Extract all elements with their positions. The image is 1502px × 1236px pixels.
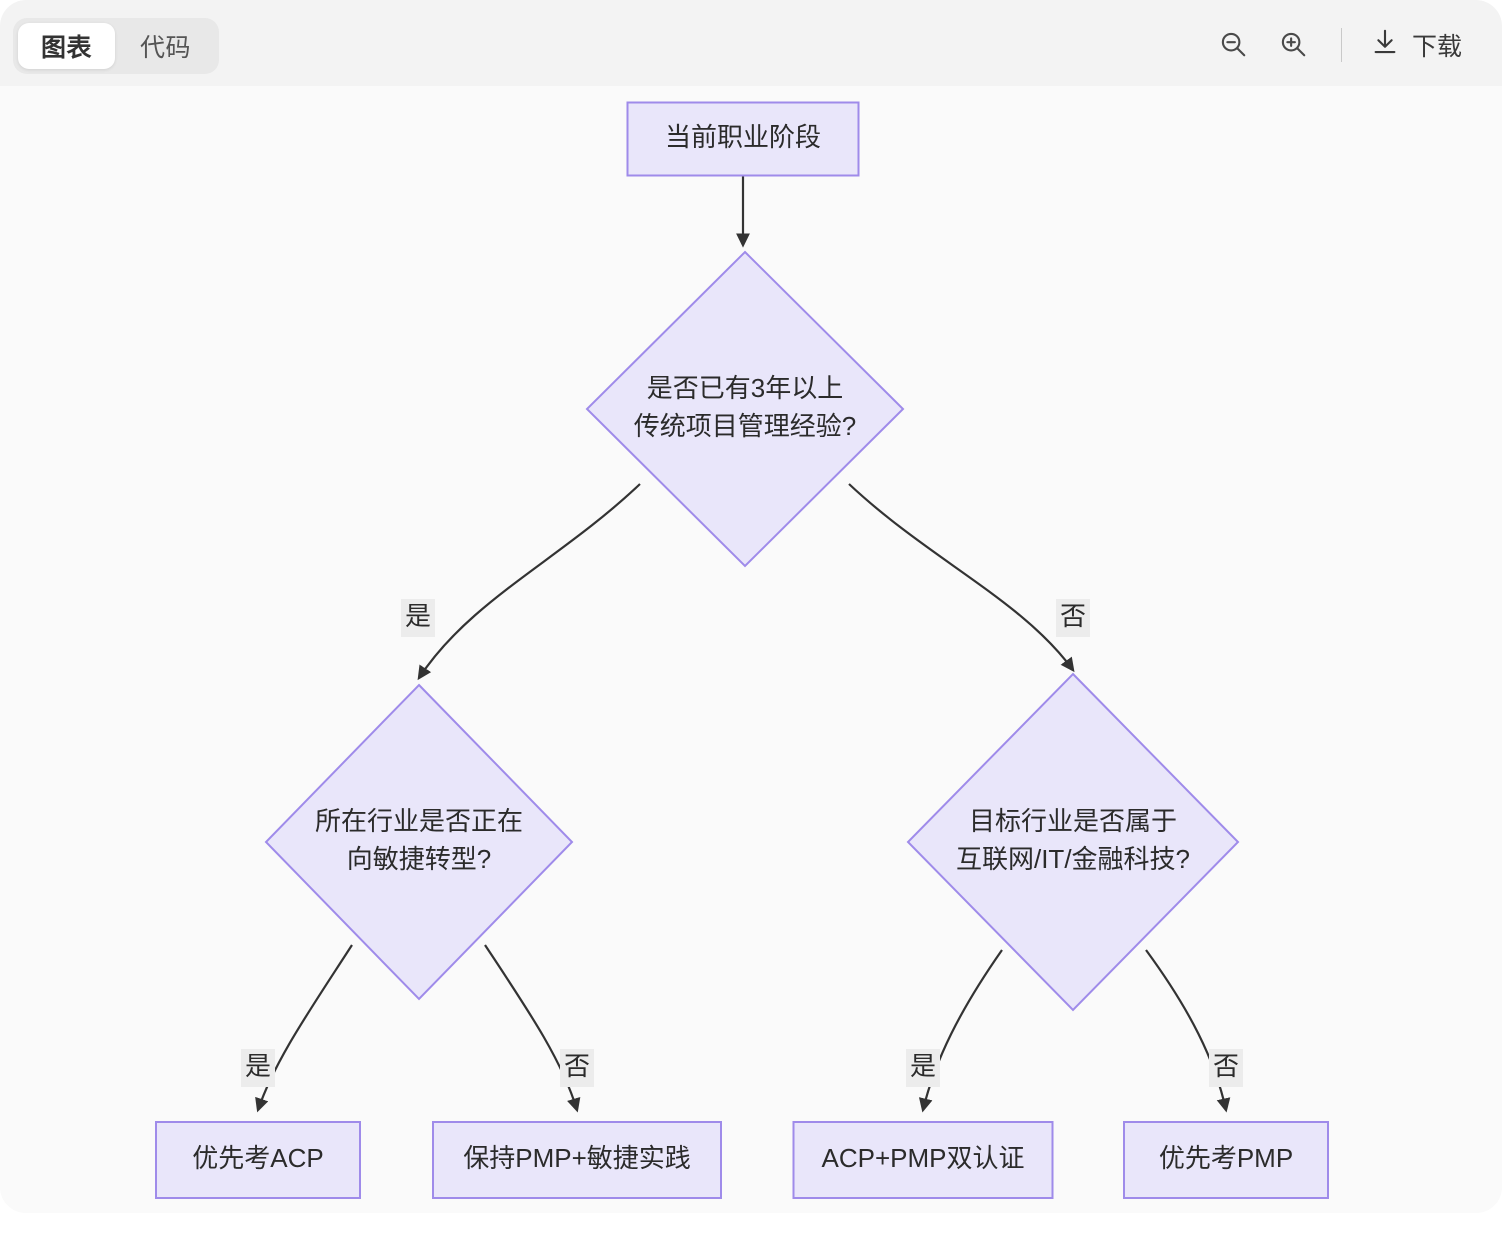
nodes-layer: 当前职业阶段是否已有3年以上传统项目管理经验?所在行业是否正在向敏捷转型?目标行… [155,101,1329,1199]
edge-label-bg [906,1049,940,1087]
node-shape [155,1121,361,1199]
node-label: 互联网/IT/金融科技? [956,844,1190,874]
diagram-canvas[interactable]: 当前职业阶段是否已有3年以上传统项目管理经验?所在行业是否正在向敏捷转型?目标行… [0,86,1502,1213]
node-shape [432,1121,722,1199]
edge-label-d2-to-r2: 否 [560,1049,594,1087]
node-r2[interactable]: 保持PMP+敏捷实践 [432,1121,722,1199]
edge-label-bg [241,1049,275,1087]
edge-label-d3-to-r3: 是 [906,1049,940,1087]
edge-label-d1-to-d3: 否 [1056,599,1090,637]
edge-d2-to-r2 [484,944,581,1113]
edge-label-d1-to-d2: 是 [401,599,435,637]
edge-label-text: 是 [405,601,431,631]
edges-layer [255,176,1231,1113]
download-label: 下载 [1411,33,1462,61]
toolbar-divider [1340,28,1342,62]
node-r3[interactable]: ACP+PMP双认证 [792,1121,1054,1199]
node-shape [792,1121,1054,1199]
download-button[interactable]: 下载 [1360,21,1472,70]
edge-label-text: 是 [245,1051,271,1081]
tab-diagram[interactable]: 图表 [18,23,116,69]
edge-label-d2-to-r1: 是 [241,1049,275,1087]
node-shape [1123,1121,1329,1199]
edge-label-text: 否 [1060,601,1086,631]
edge-label-d3-to-r4: 否 [1209,1049,1243,1087]
edge-label-bg [401,599,435,637]
edge-d3-to-r4 [1145,949,1231,1113]
edge-labels-layer: 是否是否是否 [241,599,1243,1087]
edge-label-bg [1209,1049,1243,1087]
node-label: 传统项目管理经验? [634,411,856,441]
node-label: 保持PMP+敏捷实践 [463,1143,691,1173]
edge-label-text: 否 [564,1051,590,1081]
node-label: 优先考ACP [192,1143,323,1173]
edge-label-bg [560,1049,594,1087]
zoom-in-icon [1278,29,1308,62]
node-label: 所在行业是否正在 [315,806,523,836]
flowchart-svg: 当前职业阶段是否已有3年以上传统项目管理经验?所在行业是否正在向敏捷转型?目标行… [155,101,1329,1199]
view-mode-tabs: 图表 代码 [13,18,220,74]
zoom-in-button[interactable] [1263,16,1323,74]
node-label: 优先考PMP [1159,1143,1293,1173]
node-shape [626,101,860,177]
download-icon [1370,27,1400,64]
edge-d1-to-d3 [848,483,1075,673]
edge-label-bg [1056,599,1090,637]
node-shape [585,250,905,568]
edge-d1-to-d2 [417,483,641,681]
node-label: 向敏捷转型? [347,844,491,874]
tab-code[interactable]: 代码 [117,23,214,69]
zoom-out-button[interactable] [1203,16,1263,74]
node-r4[interactable]: 优先考PMP [1123,1121,1329,1199]
edge-label-text: 是 [910,1051,936,1081]
edge-label-text: 否 [1213,1051,1239,1081]
node-label: 目标行业是否属于 [969,806,1177,836]
zoom-out-icon [1218,29,1248,62]
toolbar: 图表 代码 [0,0,1502,86]
toolbar-actions: 下载 [1203,16,1472,74]
edge-d2-to-r1 [255,944,353,1113]
edge-d3-to-r3 [918,949,1003,1113]
node-label: 当前职业阶段 [665,122,821,152]
node-shape [264,683,574,1001]
node-shape [906,672,1240,1012]
node-start[interactable]: 当前职业阶段 [626,101,860,177]
node-label: ACP+PMP双认证 [822,1143,1025,1173]
node-label: 是否已有3年以上 [647,373,843,403]
node-r1[interactable]: 优先考ACP [155,1121,361,1199]
